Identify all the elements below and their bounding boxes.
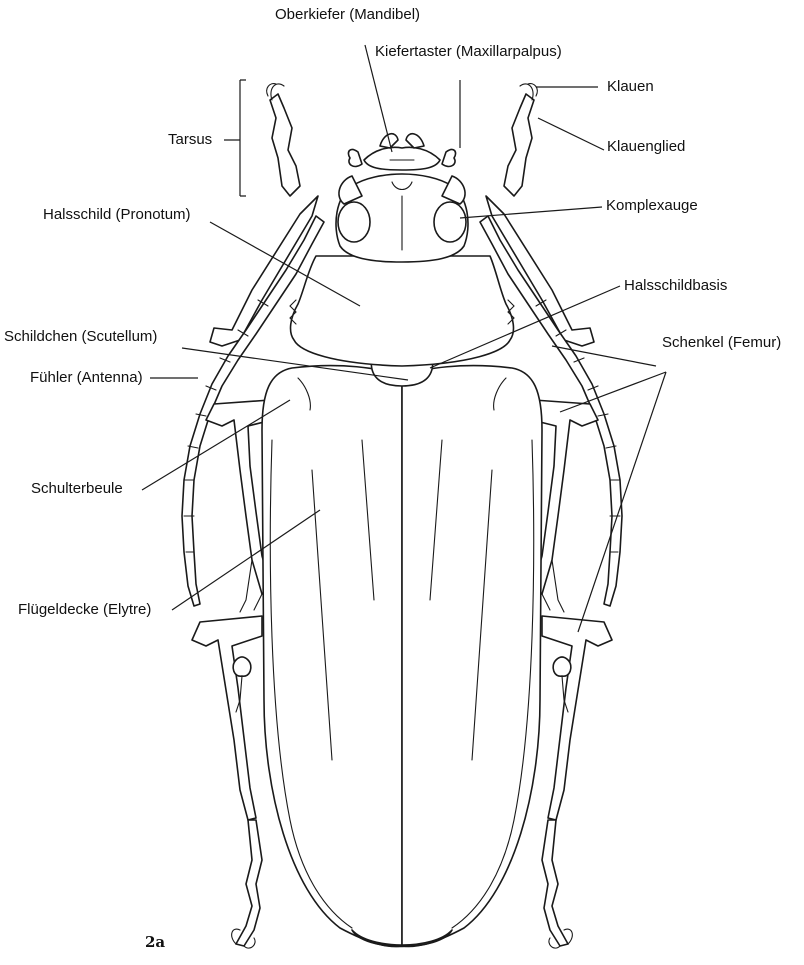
label-schildchen: Schildchen (Scutellum) — [4, 328, 157, 346]
label-klauenglied: Klauenglied — [607, 138, 685, 156]
label-kiefertaster: Kiefertaster (Maxillarpalpus) — [375, 43, 562, 61]
label-halsschildbasis: Halsschildbasis — [624, 277, 727, 295]
label-fluegeldecke: Flügeldecke (Elytre) — [18, 601, 151, 619]
label-schulterbeule: Schulterbeule — [31, 480, 123, 498]
label-schenkel: Schenkel (Femur) — [662, 334, 781, 352]
label-komplexauge: Komplexauge — [606, 197, 698, 215]
label-klauen: Klauen — [607, 78, 654, 96]
head — [336, 134, 468, 262]
label-tarsus: Tarsus — [168, 131, 212, 149]
label-fuehler: Fühler (Antenna) — [30, 369, 143, 387]
pronotum — [290, 256, 514, 366]
label-oberkiefer: Oberkiefer (Mandibel) — [275, 6, 420, 24]
elytra — [262, 366, 542, 947]
label-halsschild: Halsschild (Pronotum) — [43, 206, 191, 224]
figure-label: 2a — [145, 933, 165, 951]
